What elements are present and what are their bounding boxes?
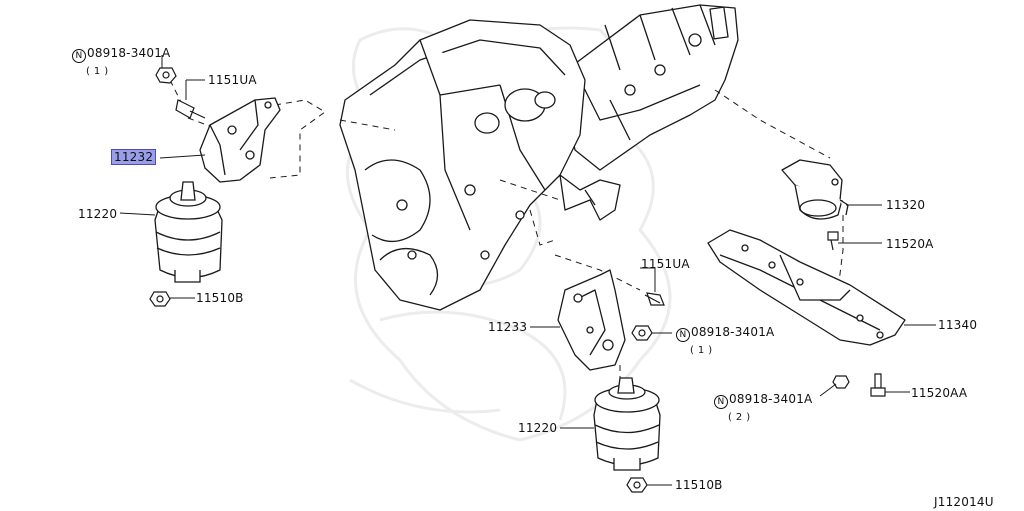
callout-bolt-rear[interactable]: 11520A bbox=[886, 237, 934, 251]
callout-nut-right-bottom[interactable]: 11510B bbox=[675, 478, 723, 492]
nut-rear-bottom bbox=[832, 375, 850, 389]
callout-mount-right[interactable]: 11220 bbox=[518, 421, 558, 435]
callout-bolt-top[interactable]: 1151UA bbox=[208, 73, 257, 87]
bolt-rear-bottom bbox=[870, 373, 886, 397]
engine-mount-bracket-left bbox=[199, 97, 281, 183]
part-number: 08918-3401A bbox=[87, 46, 171, 60]
diagram-id: J112014U bbox=[934, 495, 994, 509]
callout-lines bbox=[119, 55, 936, 486]
nut-top bbox=[155, 67, 177, 84]
assembly-leader-lines bbox=[169, 79, 844, 380]
engine-transmission-assembly bbox=[339, 4, 739, 311]
n-symbol-icon: N bbox=[714, 395, 728, 409]
part-number: 08918-3401A bbox=[729, 392, 813, 406]
callout-bolt-rear-bottom[interactable]: 11520AA bbox=[911, 386, 968, 400]
n-symbol-icon: N bbox=[72, 49, 86, 63]
callout-member-rear[interactable]: 11340 bbox=[938, 318, 978, 332]
callout-mount-left[interactable]: 11220 bbox=[78, 207, 118, 221]
bolt-top bbox=[175, 99, 206, 119]
bolt-right-mid bbox=[644, 292, 665, 306]
engine-mount-insulator-right bbox=[593, 377, 661, 471]
rear-mount-insulator bbox=[781, 159, 849, 220]
nut-left-bottom bbox=[149, 291, 171, 307]
engine-mount-bracket-right bbox=[557, 269, 626, 371]
part-qty: (2) bbox=[728, 412, 755, 423]
callout-bracket-right[interactable]: 11233 bbox=[488, 320, 528, 334]
part-qty: (1) bbox=[690, 345, 717, 356]
callout-nut-left-bottom[interactable]: 11510B bbox=[196, 291, 244, 305]
highlighted-part-number: 11232 bbox=[110, 149, 157, 165]
part-qty: (1) bbox=[86, 66, 113, 77]
nut-right-mid bbox=[631, 325, 653, 341]
part-number: 08918-3401A bbox=[691, 325, 775, 339]
callout-insulator-rear[interactable]: 11320 bbox=[886, 198, 926, 212]
callout-bolt-right-mid[interactable]: 1151UA bbox=[641, 257, 690, 271]
n-symbol-icon: N bbox=[676, 328, 690, 342]
engine-mount-insulator-left bbox=[154, 181, 223, 283]
nut-right-bottom bbox=[626, 477, 648, 493]
callout-bracket-left[interactable]: 11232 bbox=[110, 149, 157, 165]
bolt-rear bbox=[827, 231, 839, 251]
rear-engine-mounting-member bbox=[707, 229, 906, 346]
